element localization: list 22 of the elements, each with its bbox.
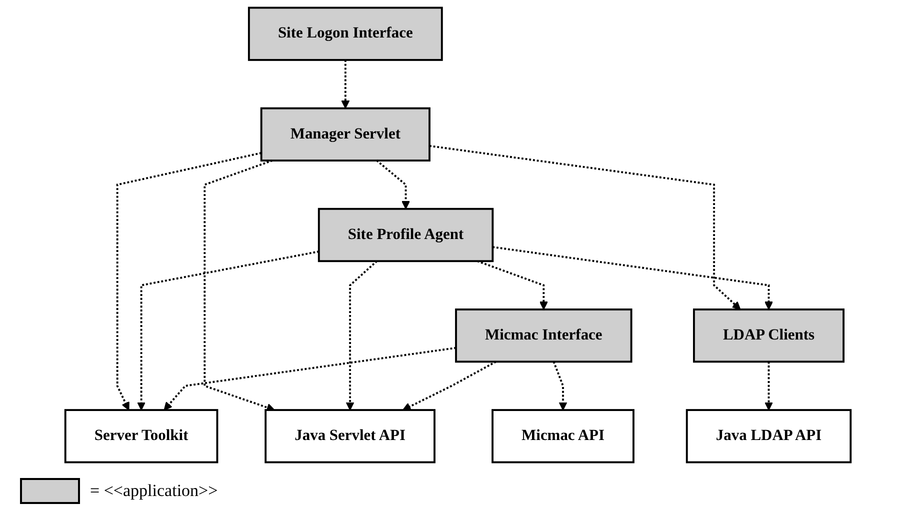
node-box: LDAP Clients xyxy=(693,308,845,363)
arrow xyxy=(764,362,773,410)
arrow xyxy=(477,260,548,310)
arrow xyxy=(341,60,350,109)
node-box: Site Profile Agent xyxy=(318,208,494,262)
arrow xyxy=(552,361,568,410)
arrow xyxy=(137,250,320,410)
arrow xyxy=(402,360,496,410)
node-box: Site Logon Interface xyxy=(248,6,443,61)
arrow xyxy=(492,246,773,310)
arrow xyxy=(116,152,262,410)
node-box: Micmac Interface xyxy=(455,308,632,363)
arrow xyxy=(164,346,456,410)
arrow xyxy=(346,260,378,410)
arrow xyxy=(376,160,410,210)
legend-text: = <<application>> xyxy=(90,481,218,501)
node-box: Server Toolkit xyxy=(64,409,218,464)
node-box: Manager Servlet xyxy=(260,107,430,162)
arrow xyxy=(204,160,275,412)
node-box: Java Servlet API xyxy=(264,409,436,464)
node-box: Micmac API xyxy=(492,409,634,464)
node-box: Java LDAP API xyxy=(686,409,852,464)
